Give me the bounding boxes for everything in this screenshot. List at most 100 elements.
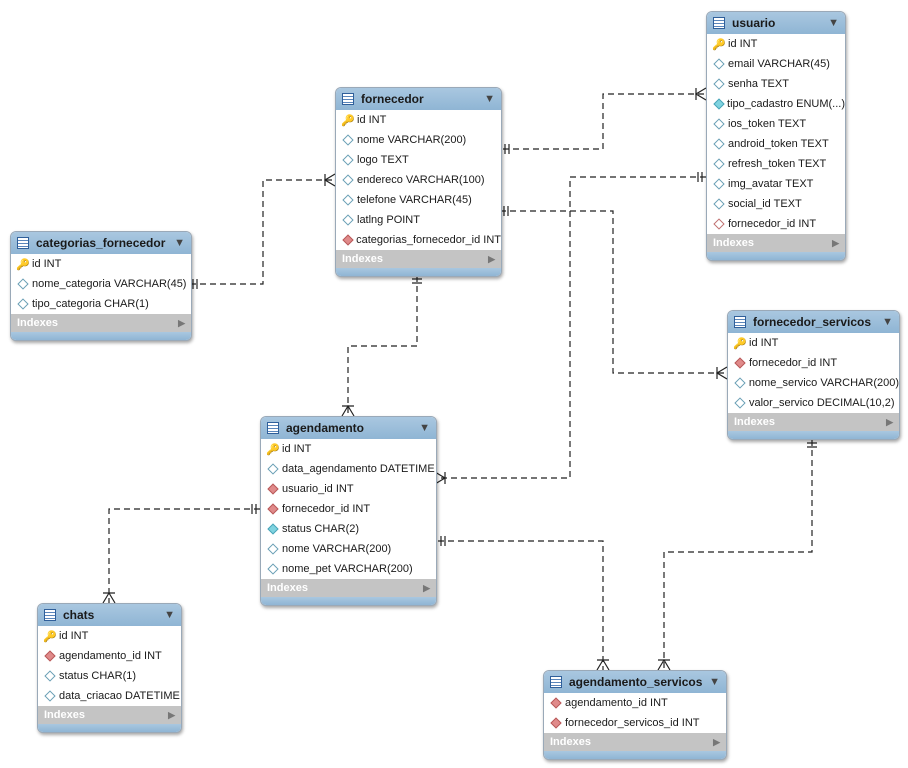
collapse-caret-icon[interactable]: ▼ xyxy=(164,609,175,621)
indexes-section[interactable]: Indexes▶ xyxy=(11,314,191,332)
primary-key-icon: 🔑 xyxy=(16,258,30,271)
expand-arrow-icon[interactable]: ▶ xyxy=(178,317,185,328)
column-label: social_id TEXT xyxy=(728,198,802,210)
table-header[interactable]: agendamento_servicos ▼ xyxy=(544,671,726,693)
column-row[interactable]: logo TEXT xyxy=(336,150,501,170)
column-row[interactable]: android_token TEXT xyxy=(707,134,845,154)
column-row[interactable]: email VARCHAR(45) xyxy=(707,54,845,74)
column-row[interactable]: status CHAR(2) xyxy=(261,519,436,539)
column-row[interactable]: fornecedor_id INT xyxy=(728,353,899,373)
expand-arrow-icon[interactable]: ▶ xyxy=(168,709,175,720)
column-label: valor_servico DECIMAL(10,2) xyxy=(749,397,895,409)
column-icon xyxy=(44,690,56,702)
expand-arrow-icon[interactable]: ▶ xyxy=(832,237,839,248)
collapse-caret-icon[interactable]: ▼ xyxy=(709,676,720,688)
collapse-caret-icon[interactable]: ▼ xyxy=(419,422,430,434)
table-title: fornecedor_servicos xyxy=(753,315,872,329)
table-icon xyxy=(713,17,725,29)
column-label: categorias_fornecedor_id INT xyxy=(356,234,501,246)
column-label: data_criacao DATETIME xyxy=(59,690,180,702)
column-row[interactable]: data_criacao DATETIME xyxy=(38,686,181,706)
column-row[interactable]: 🔑id INT xyxy=(707,34,845,54)
indexes-section[interactable]: Indexes▶ xyxy=(261,579,436,597)
collapse-caret-icon[interactable]: ▼ xyxy=(882,316,893,328)
table-icon xyxy=(550,676,562,688)
expand-arrow-icon[interactable]: ▶ xyxy=(886,416,893,427)
table-header[interactable]: agendamento▼ xyxy=(261,417,436,439)
column-label: fornecedor_id INT xyxy=(749,357,838,369)
collapse-caret-icon[interactable]: ▼ xyxy=(484,93,495,105)
column-row[interactable]: nome VARCHAR(200) xyxy=(261,539,436,559)
column-row[interactable]: nome_categoria VARCHAR(45) xyxy=(11,274,191,294)
column-label: nome_pet VARCHAR(200) xyxy=(282,563,413,575)
column-row[interactable]: 🔑id INT xyxy=(728,333,899,353)
table-header[interactable]: categorias_fornecedor▼ xyxy=(11,232,191,254)
column-row[interactable]: nome_pet VARCHAR(200) xyxy=(261,559,436,579)
column-row[interactable]: tipo_cadastro ENUM(...) xyxy=(707,94,845,114)
indexes-section[interactable]: Indexes▶ xyxy=(707,234,845,252)
column-row[interactable]: 🔑id INT xyxy=(11,254,191,274)
expand-arrow-icon[interactable]: ▶ xyxy=(713,736,720,747)
column-row[interactable]: refresh_token TEXT xyxy=(707,154,845,174)
column-row[interactable]: 🔑id INT xyxy=(38,626,181,646)
column-row[interactable]: agendamento_id INT xyxy=(38,646,181,666)
column-row[interactable]: telefone VARCHAR(45) xyxy=(336,190,501,210)
column-row[interactable]: fornecedor_servicos_id INT xyxy=(544,713,726,733)
one-cardinality-marker xyxy=(440,536,446,546)
collapse-caret-icon[interactable]: ▼ xyxy=(174,237,185,249)
column-row[interactable]: senha TEXT xyxy=(707,74,845,94)
one-cardinality-marker xyxy=(697,172,703,182)
column-row[interactable]: agendamento_id INT xyxy=(544,693,726,713)
column-row[interactable]: ios_token TEXT xyxy=(707,114,845,134)
many-cardinality-marker xyxy=(434,471,447,485)
table-title: agendamento_servicos xyxy=(569,675,703,689)
expand-arrow-icon[interactable]: ▶ xyxy=(488,253,495,264)
collapse-caret-icon[interactable]: ▼ xyxy=(828,17,839,29)
table-header[interactable]: fornecedor_servicos ▼ xyxy=(728,311,899,333)
table-header[interactable]: fornecedor▼ xyxy=(336,88,501,110)
column-icon xyxy=(342,174,354,186)
many-cardinality-marker xyxy=(102,591,116,604)
table-bottom-bar xyxy=(336,268,501,276)
column-icon xyxy=(267,543,279,555)
column-row[interactable]: endereco VARCHAR(100) xyxy=(336,170,501,190)
column-row[interactable]: nome VARCHAR(200) xyxy=(336,130,501,150)
column-label: usuario_id INT xyxy=(282,483,354,495)
column-row[interactable]: fornecedor_id INT xyxy=(707,214,845,234)
column-row[interactable]: usuario_id INT xyxy=(261,479,436,499)
indexes-section[interactable]: Indexes▶ xyxy=(38,706,181,724)
indexes-section[interactable]: Indexes▶ xyxy=(336,250,501,268)
table-title: usuario xyxy=(732,16,776,30)
column-row[interactable]: 🔑id INT xyxy=(261,439,436,459)
column-row[interactable]: tipo_categoria CHAR(1) xyxy=(11,294,191,314)
table-header[interactable]: chats▼ xyxy=(38,604,181,626)
table-header[interactable]: usuario ▼ xyxy=(707,12,845,34)
column-label: img_avatar TEXT xyxy=(728,178,814,190)
column-row[interactable]: 🔑id INT xyxy=(336,110,501,130)
indexes-section[interactable]: Indexes▶ xyxy=(728,413,899,431)
column-row[interactable]: fornecedor_id INT xyxy=(261,499,436,519)
table-fornecedor-servicos[interactable]: fornecedor_servicos ▼ 🔑id INT fornecedor_id… xyxy=(727,310,900,440)
one-cardinality-marker xyxy=(807,442,817,448)
column-row[interactable]: categorias_fornecedor_id INT xyxy=(336,230,501,250)
link-fornecedor-agendamento xyxy=(347,276,418,416)
column-icon xyxy=(713,58,725,70)
column-row[interactable]: img_avatar TEXT xyxy=(707,174,845,194)
foreign-key-icon xyxy=(550,717,562,729)
column-row[interactable]: data_agendamento DATETIME xyxy=(261,459,436,479)
column-row[interactable]: social_id TEXT xyxy=(707,194,845,214)
indexes-section[interactable]: Indexes▶ xyxy=(544,733,726,751)
expand-arrow-icon[interactable]: ▶ xyxy=(423,582,430,593)
column-row[interactable]: valor_servico DECIMAL(10,2) xyxy=(728,393,899,413)
column-row[interactable]: latlng POINT xyxy=(336,210,501,230)
column-row[interactable]: status CHAR(1) xyxy=(38,666,181,686)
column-row[interactable]: nome_servico VARCHAR(200) xyxy=(728,373,899,393)
column-icon xyxy=(713,178,725,190)
column-icon xyxy=(17,298,29,310)
